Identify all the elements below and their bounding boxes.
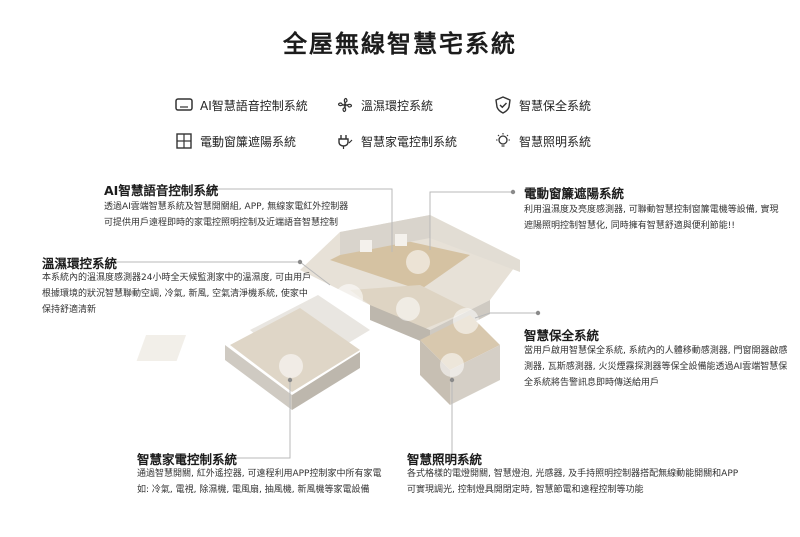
body-line: 可提供用戶遠程即時的家電控照明控制及近端語音智慧控制 xyxy=(104,218,339,228)
legend-item-appliance: 智慧家電控制系統 xyxy=(335,131,457,151)
legend-item-curtain: 電動窗簾遮陽系統 xyxy=(174,131,296,151)
legend-label: 智慧家電控制系統 xyxy=(361,134,458,149)
body-line: 當用戶啟用智慧保全系統, 系統內的人體移動感測器, 門窗開器啟感 xyxy=(524,346,788,356)
legend-label: 溫濕環控系統 xyxy=(361,98,434,113)
body-line: 透過AI雲端智慧系統及智慧開關組, APP, 無線家電紅外控制器 xyxy=(104,202,349,212)
section-title-appliance: 智慧家電控制系統 xyxy=(137,452,238,467)
room-floor xyxy=(420,315,500,370)
monitor-marker xyxy=(396,297,420,321)
section-title-voice: AI智慧語音控制系統 xyxy=(104,183,219,198)
bulb-marker xyxy=(440,353,464,377)
body-line: 全系統將告警訊息即時傳送給用戶 xyxy=(524,378,660,388)
section-body-appliance: 通過智慧開關, 紅外遙控器, 可遠程利用APP控制家中所有家電 如: 冷氣, 電… xyxy=(137,466,381,498)
legend-item-climate: 溫濕環控系統 xyxy=(335,95,433,115)
body-line: 根據環境的狀況智慧聯動空調, 冷氣, 新風, 空氣清淨機系統, 使家中 xyxy=(42,289,308,299)
section-body-security: 當用戶啟用智慧保全系統, 系統內的人體移動感測器, 門窗開器啟感 測器, 瓦斯感… xyxy=(524,343,787,391)
body-line: 各式格樣的電燈開關, 智慧燈泡, 光感器, 及手持照明控制器搭配無線動能開關和A… xyxy=(407,469,739,479)
body-line: 測器, 瓦斯感測器, 火災煙霧探測器等保全設備能透過AI雲端智慧保 xyxy=(524,362,788,372)
window-icon xyxy=(174,131,194,151)
plug-marker xyxy=(279,354,303,378)
section-title-curtain: 電動窗簾遮陽系統 xyxy=(524,186,625,201)
legend-label: AI智慧語音控制系統 xyxy=(200,98,308,113)
body-line: 通過智慧開關, 紅外遙控器, 可遠程利用APP控制家中所有家電 xyxy=(137,469,382,479)
section-title-security: 智慧保全系統 xyxy=(524,328,600,343)
legend-item-voice: AI智慧語音控制系統 xyxy=(174,95,308,115)
section-body-climate: 本系統內的溫濕度感測器24小時全天候監測家中的溫濕度, 可由用戶 根據環境的狀況… xyxy=(42,270,311,318)
room-wall xyxy=(370,305,430,345)
body-line: 遮陽照明控制智慧化, 同時擁有智慧舒適與便利節能!! xyxy=(524,221,735,231)
window-frame xyxy=(395,234,407,246)
window-frame xyxy=(360,240,372,252)
section-title-lighting: 智慧照明系統 xyxy=(407,452,483,467)
legend-item-security: 智慧保全系統 xyxy=(493,95,591,115)
shield-marker xyxy=(453,308,479,334)
fan-icon xyxy=(335,95,355,115)
body-line: 利用溫濕度及亮度感測器, 可聯動智慧控制窗簾電機等設備, 實現 xyxy=(524,205,779,215)
legend-item-lighting: 智慧照明系統 xyxy=(493,131,591,151)
body-line: 本系統內的溫濕度感測器24小時全天候監測家中的溫濕度, 可由用戶 xyxy=(42,273,312,283)
body-line: 可實現調光, 控制燈具開閉定時, 智慧節電和遠程控制等功能 xyxy=(407,485,644,495)
room-wall xyxy=(292,352,360,410)
room-floor xyxy=(230,308,360,392)
page-title: 全屋無線智慧宅系統 xyxy=(283,30,517,58)
section-body-curtain: 利用溫濕度及亮度感測器, 可聯動智慧控制窗簾電機等設備, 實現 遮陽照明控制智慧… xyxy=(524,202,778,234)
plug-icon xyxy=(335,131,355,151)
bed-furniture xyxy=(136,335,187,361)
monitor-icon xyxy=(174,95,194,115)
legend-label: 智慧照明系統 xyxy=(519,134,592,149)
legend-label: 智慧保全系統 xyxy=(519,98,592,113)
fan-marker xyxy=(335,284,363,312)
body-line: 如: 冷氣, 電視, 除濕機, 電風扇, 抽風機, 新風機等家電設備 xyxy=(137,485,370,495)
section-body-voice: 透過AI雲端智慧系統及智慧開關組, APP, 無線家電紅外控制器 可提供用戶遠程… xyxy=(104,199,348,231)
window-marker xyxy=(406,250,430,274)
section-body-lighting: 各式格樣的電燈開關, 智慧燈泡, 光感器, 及手持照明控制器搭配無線動能開關和A… xyxy=(407,466,738,498)
legend-label: 電動窗簾遮陽系統 xyxy=(200,134,297,149)
body-line: 保持舒適清新 xyxy=(42,305,97,315)
section-title-climate: 溫濕環控系統 xyxy=(42,256,118,271)
bulb-icon xyxy=(493,131,513,151)
room-wall xyxy=(420,340,450,405)
shield-icon xyxy=(493,95,513,115)
